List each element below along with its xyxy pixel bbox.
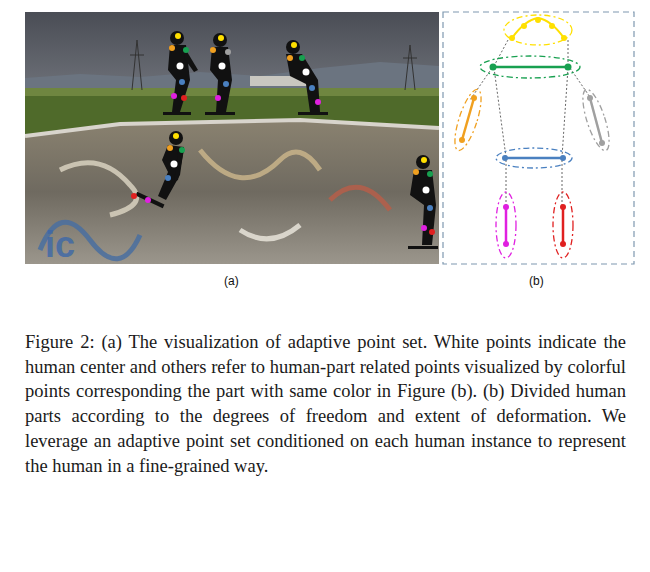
parts-schematic <box>443 12 634 264</box>
panel-label: (b) <box>529 274 544 288</box>
keypoints <box>131 33 435 235</box>
svg-text:ic: ic <box>45 224 75 264</box>
figure-caption: Figure 2: (a) The visualization of adapt… <box>25 330 626 478</box>
photo: ic <box>25 12 439 264</box>
panel-label: (a) <box>224 274 239 288</box>
skater-figures <box>136 31 438 249</box>
